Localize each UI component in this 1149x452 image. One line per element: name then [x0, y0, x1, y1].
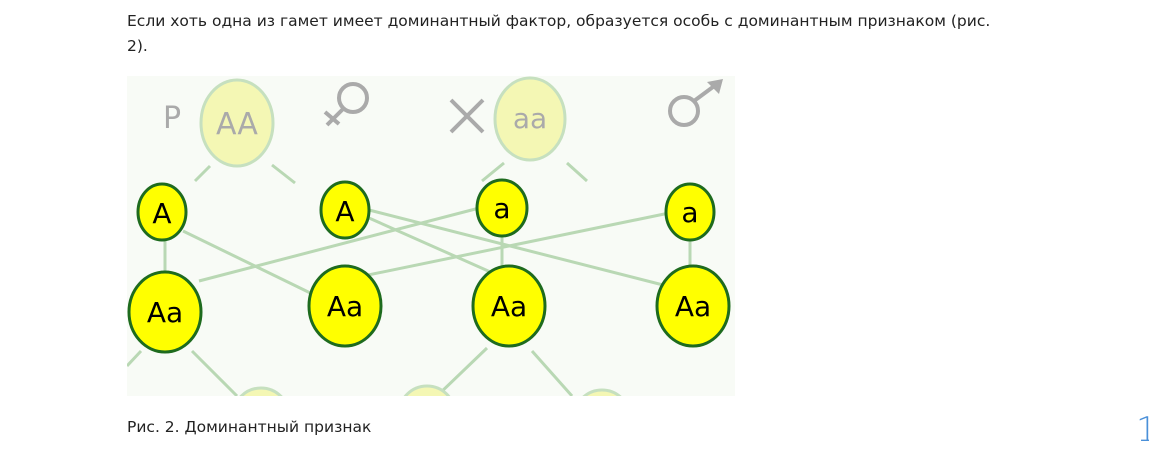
parent-male-genotype: aa [513, 102, 547, 135]
gamete-1: A [152, 197, 171, 230]
gamete-2: A [335, 195, 354, 228]
connection-lines [125, 161, 692, 398]
gametes: A A a a [136, 178, 716, 242]
genetics-figure: P AA aa A A a a Aa Aa Aa Aa [125, 76, 735, 448]
male-arrow-icon [707, 79, 723, 94]
parent-label: P [163, 101, 181, 136]
female-symbol-icon [323, 82, 369, 127]
page-number: 1 [1136, 410, 1149, 450]
parents: P AA aa [163, 76, 723, 168]
offspring-1: Aa [147, 296, 183, 329]
gamete-3: a [493, 192, 510, 225]
parent-female-genotype: AA [216, 107, 258, 142]
cross-diagram: P AA aa A A a a Aa Aa Aa Aa [125, 76, 731, 448]
parent-male-circle [493, 76, 567, 162]
cross-icon [449, 98, 485, 134]
figure-caption: Рис. 2. Доминантный признак [127, 418, 372, 436]
offspring-2: Aa [327, 290, 363, 323]
offspring-4: Aa [675, 290, 711, 323]
male-symbol-icon [668, 82, 719, 127]
offspring-3: Aa [491, 290, 527, 323]
parent-female-circle [199, 78, 275, 168]
gamete-4: a [681, 196, 698, 229]
offspring: Aa Aa Aa Aa [127, 264, 731, 354]
paragraph: Если хоть одна из гамет имеет доминантны… [127, 12, 991, 55]
